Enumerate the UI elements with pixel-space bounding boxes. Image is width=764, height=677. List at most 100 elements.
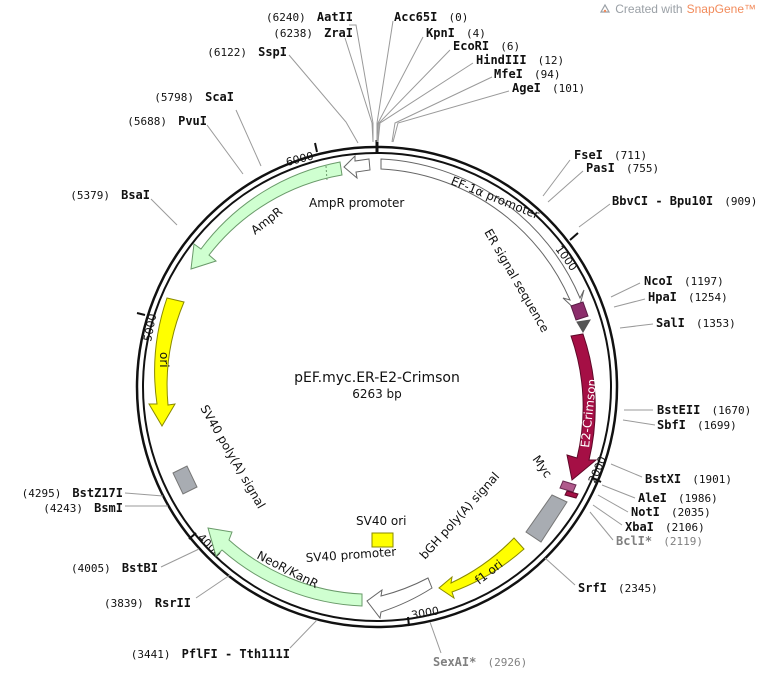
leader-srfi [544, 557, 576, 586]
tick-5000 [136, 312, 146, 316]
feature-myc [559, 480, 577, 493]
plasmid-size: 6263 bp [352, 387, 402, 401]
feature-sv40-promoter [366, 577, 433, 620]
plasmid-name: pEF.myc.ER-E2-Crimson [294, 370, 460, 386]
leader-sspi [288, 54, 359, 144]
leader-ncoi [610, 282, 641, 298]
site-pos-agei: (101) [552, 82, 585, 95]
feature-neor [207, 527, 363, 607]
tick-1000 [569, 232, 579, 241]
leader-bstxi [610, 463, 643, 478]
site-pos-ncoi: (1197) [684, 275, 724, 288]
site-pos-ecori: (6) [500, 40, 520, 53]
site-pos-bbvci: (909) [724, 195, 757, 208]
site-pos-acc65i: (0) [448, 11, 468, 24]
feature-label-ampr-promoter: AmpR promoter [309, 196, 404, 210]
leader-rsrii [195, 574, 231, 599]
feature-ampr [190, 161, 343, 270]
site-bsai: (5379) BsaI [70, 184, 150, 203]
feature-label-myc: Myc [530, 453, 555, 481]
site-name-srfi: SrfI [578, 581, 607, 595]
leader-sexai [429, 621, 442, 654]
site-name-hpai: HpaI [648, 290, 677, 304]
site-pos-pflfi: (3441) [131, 648, 171, 661]
feature-er-signal [570, 301, 589, 321]
feature-label-bgh: bGH poly(A) signal [417, 469, 502, 562]
site-pos-bstbi: (4005) [71, 562, 111, 575]
tick-label-5000: 5000 [141, 313, 159, 343]
site-name-acc65i: Acc65I [394, 10, 437, 24]
site-aatii: (6240) AatII [266, 6, 353, 25]
site-pasi: PasI (755) [586, 157, 659, 176]
site-pos-sspi: (6122) [207, 46, 247, 59]
site-name-bbvci: BbvCI - Bpu10I [612, 194, 713, 208]
site-rsrii: (3839) RsrII [104, 592, 191, 611]
site-pos-scai: (5798) [154, 91, 194, 104]
site-bstxi: BstXI (1901) [645, 468, 732, 487]
feature-ampr-promoter [343, 154, 371, 180]
site-agei: AgeI (101) [512, 77, 585, 96]
leader-hindiii [377, 62, 474, 143]
site-name-pasi: PasI [586, 161, 615, 175]
site-xbai: XbaI (2106) [625, 516, 705, 535]
site-sexai: SexAI* (2926) [433, 651, 527, 670]
tick-label-3000: 3000 [410, 604, 440, 622]
site-name-xbai: XbaI [625, 520, 654, 534]
site-name-bstxi: BstXI [645, 472, 681, 486]
site-name-noti: NotI [631, 505, 660, 519]
feature-ori [148, 297, 185, 427]
snapgene-logo-icon [599, 3, 611, 15]
leader-mfei [391, 76, 493, 143]
site-leaders [124, 20, 656, 654]
site-name-pflfi: PflFI - Tth111I [182, 647, 290, 661]
site-pos-alei: (1986) [678, 492, 718, 505]
site-name-zrai: ZraI [324, 26, 353, 40]
feature-myc-band [564, 490, 579, 499]
leader-scai [235, 109, 262, 167]
credit-brand: SnapGene™ [686, 2, 756, 16]
site-pos-mfei: (94) [534, 68, 561, 81]
leader-hpai [613, 298, 646, 308]
leader-aatii [349, 24, 374, 142]
feature-label-ori: ori [157, 352, 171, 368]
tick-2000 [592, 477, 602, 483]
site-fsei: FseI (711) [574, 144, 647, 163]
leader-ecori [377, 49, 451, 143]
tick-3000 [407, 616, 410, 627]
site-pos-fsei: (711) [614, 149, 647, 162]
feature-label-ef1a: EF-1α promoter [449, 174, 541, 222]
site-pos-bsteii: (1670) [711, 404, 751, 417]
site-labels: (6240) AatII (6238) ZraI (6122) SspI Acc… [22, 6, 758, 670]
site-acc65i: Acc65I (0) [394, 6, 468, 25]
site-bstbi: (4005) BstBI [71, 557, 158, 576]
site-zrai: (6238) ZraI [273, 22, 353, 41]
site-bbvci: BbvCI - Bpu10I (909) [612, 190, 757, 209]
leader-sbfi [622, 419, 656, 426]
site-scai: (5798) ScaI [154, 86, 234, 105]
site-pos-rsrii: (3839) [104, 597, 144, 610]
site-name-agei: AgeI [512, 81, 541, 95]
site-alei: AleI (1986) [638, 487, 718, 506]
site-kpni: KpnI (4) [426, 22, 486, 41]
site-name-hindiii: HindIII [476, 53, 527, 67]
site-name-mfei: MfeI [494, 67, 523, 81]
site-name-kpni: KpnI [426, 26, 455, 40]
leader-xbai [592, 504, 623, 526]
site-srfi: SrfI (2345) [578, 577, 658, 596]
site-name-bsai: BsaI [121, 188, 150, 202]
feature-label-sv40-ori: SV40 ori [356, 514, 407, 528]
feature-label-sv40-polya: SV40 poly(A) signal [197, 403, 268, 511]
site-name-sali: SalI [656, 316, 685, 330]
site-hpai: HpaI (1254) [648, 286, 728, 305]
site-name-alei: AleI [638, 491, 667, 505]
leader-zrai [344, 37, 374, 143]
site-name-sbfi: SbfI [657, 418, 686, 432]
site-pos-zrai: (6238) [273, 27, 313, 40]
site-bsteii: BstEII (1670) [657, 399, 751, 418]
site-bstz17i: (4295) BstZ17I [22, 482, 123, 501]
site-bsmi: (4243) BsmI [43, 497, 123, 516]
site-pos-bstxi: (1901) [692, 473, 732, 486]
leader-pvui [206, 124, 244, 175]
site-pos-srfi: (2345) [618, 582, 658, 595]
site-hindiii: HindIII (12) [476, 49, 564, 68]
